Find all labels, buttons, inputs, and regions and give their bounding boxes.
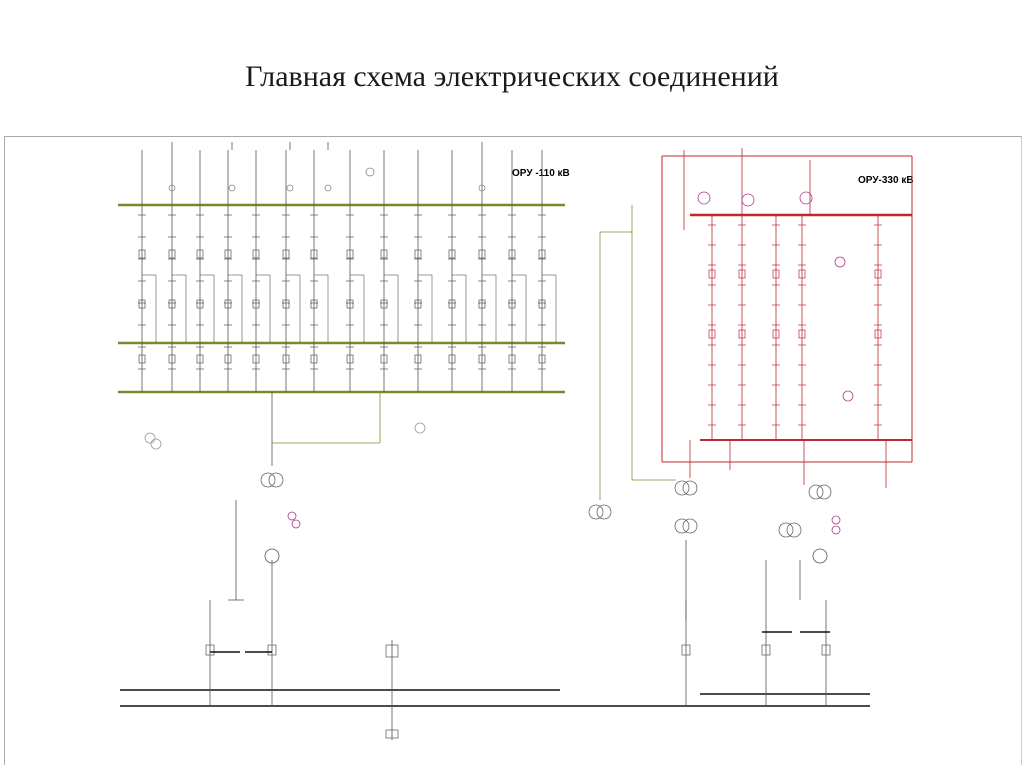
breaker-symbol xyxy=(508,354,516,364)
breaker-symbol xyxy=(478,299,486,309)
block-transformer xyxy=(682,480,698,496)
breaker-symbol xyxy=(821,644,831,656)
breaker-symbol xyxy=(708,269,716,279)
breaker-symbol xyxy=(282,299,290,309)
block-transformer xyxy=(808,484,824,500)
breaker-symbol xyxy=(385,729,399,739)
current-transformer xyxy=(478,184,486,192)
breaker-symbol xyxy=(448,299,456,309)
block-transformer xyxy=(674,480,690,496)
breaker-symbol xyxy=(224,354,232,364)
breaker-symbol xyxy=(252,299,260,309)
ory-110-title: ОРУ -110 кВ xyxy=(512,168,570,179)
breaker-symbol xyxy=(798,329,806,339)
breaker-symbol xyxy=(346,299,354,309)
breaker-symbol xyxy=(708,329,716,339)
breaker-symbol xyxy=(346,354,354,364)
autotransformer xyxy=(588,504,604,520)
breaker-symbol xyxy=(168,249,176,259)
current-transformer xyxy=(228,184,236,192)
breaker-symbol xyxy=(798,269,806,279)
voltage-transformer xyxy=(365,167,375,177)
breaker-symbol xyxy=(168,354,176,364)
current-transformer xyxy=(168,184,176,192)
breaker-symbol xyxy=(196,354,204,364)
breaker-symbol xyxy=(448,249,456,259)
voltage-transformer-330 xyxy=(842,390,854,402)
breaker-symbol xyxy=(738,329,746,339)
breaker-symbol xyxy=(380,299,388,309)
breaker-symbol xyxy=(385,644,399,658)
block-transformer xyxy=(268,472,284,488)
breaker-symbol xyxy=(538,299,546,309)
ory-110-section: ОРУ -110 кВ xyxy=(118,168,570,394)
breaker-symbol xyxy=(874,329,882,339)
ory-330-title: ОРУ-330 кВ xyxy=(858,175,914,186)
slide-title: Главная схема электрических соединений xyxy=(245,60,779,93)
breaker-symbol xyxy=(282,249,290,259)
breaker-symbol xyxy=(168,299,176,309)
breaker-symbol xyxy=(224,249,232,259)
breaker-symbol xyxy=(205,644,215,656)
ory-330-section: ОРУ-330 кВ xyxy=(661,155,914,463)
aux-transformer xyxy=(831,525,841,535)
diagram-frame xyxy=(4,136,1022,765)
breaker-symbol xyxy=(267,644,277,656)
breaker-symbol xyxy=(252,249,260,259)
breaker-symbol xyxy=(478,249,486,259)
aux-transformer xyxy=(831,515,841,525)
aux-transformer xyxy=(291,519,301,529)
breaker-symbol xyxy=(196,299,204,309)
current-transformer xyxy=(286,184,294,192)
breaker-symbol xyxy=(508,249,516,259)
breaker-symbol xyxy=(448,354,456,364)
breaker-symbol xyxy=(414,249,422,259)
breaker-symbol xyxy=(346,249,354,259)
breaker-symbol xyxy=(282,354,290,364)
voltage-transformer xyxy=(414,422,426,434)
breaker-symbol xyxy=(478,354,486,364)
breaker-symbol xyxy=(310,299,318,309)
block-transformer xyxy=(260,472,276,488)
breaker-symbol xyxy=(138,299,146,309)
block-transformer xyxy=(816,484,832,500)
auxiliary-transformer xyxy=(778,522,794,538)
autotransformer xyxy=(596,504,612,520)
auxiliary-transformer xyxy=(674,518,690,534)
breaker-symbol xyxy=(508,299,516,309)
breaker-symbol xyxy=(138,249,146,259)
breaker-symbol xyxy=(380,354,388,364)
breaker-symbol xyxy=(772,329,780,339)
breaker-symbol xyxy=(874,269,882,279)
voltage-transformer-330 xyxy=(697,191,711,205)
current-transformer xyxy=(324,184,332,192)
breaker-symbol xyxy=(138,354,146,364)
voltage-transformer xyxy=(144,432,156,444)
voltage-transformer-330 xyxy=(799,191,813,205)
breaker-symbol xyxy=(380,249,388,259)
breaker-symbol xyxy=(738,269,746,279)
breaker-symbol xyxy=(310,249,318,259)
breaker-symbol xyxy=(310,354,318,364)
breaker-symbol xyxy=(772,269,780,279)
breaker-symbol xyxy=(761,644,771,656)
breaker-symbol xyxy=(414,354,422,364)
breaker-symbol xyxy=(224,299,232,309)
breaker-symbol xyxy=(252,354,260,364)
voltage-transformer-330 xyxy=(741,193,755,207)
voltage-transformer-330 xyxy=(834,256,846,268)
auxiliary-transformer xyxy=(682,518,698,534)
breaker-symbol xyxy=(538,249,546,259)
breaker-symbol xyxy=(538,354,546,364)
voltage-transformer xyxy=(150,438,162,450)
generator xyxy=(812,548,828,564)
breaker-symbol xyxy=(196,249,204,259)
breaker-symbol xyxy=(414,299,422,309)
breaker-symbol xyxy=(681,644,691,656)
aux-transformer xyxy=(287,511,297,521)
auxiliary-transformer xyxy=(786,522,802,538)
